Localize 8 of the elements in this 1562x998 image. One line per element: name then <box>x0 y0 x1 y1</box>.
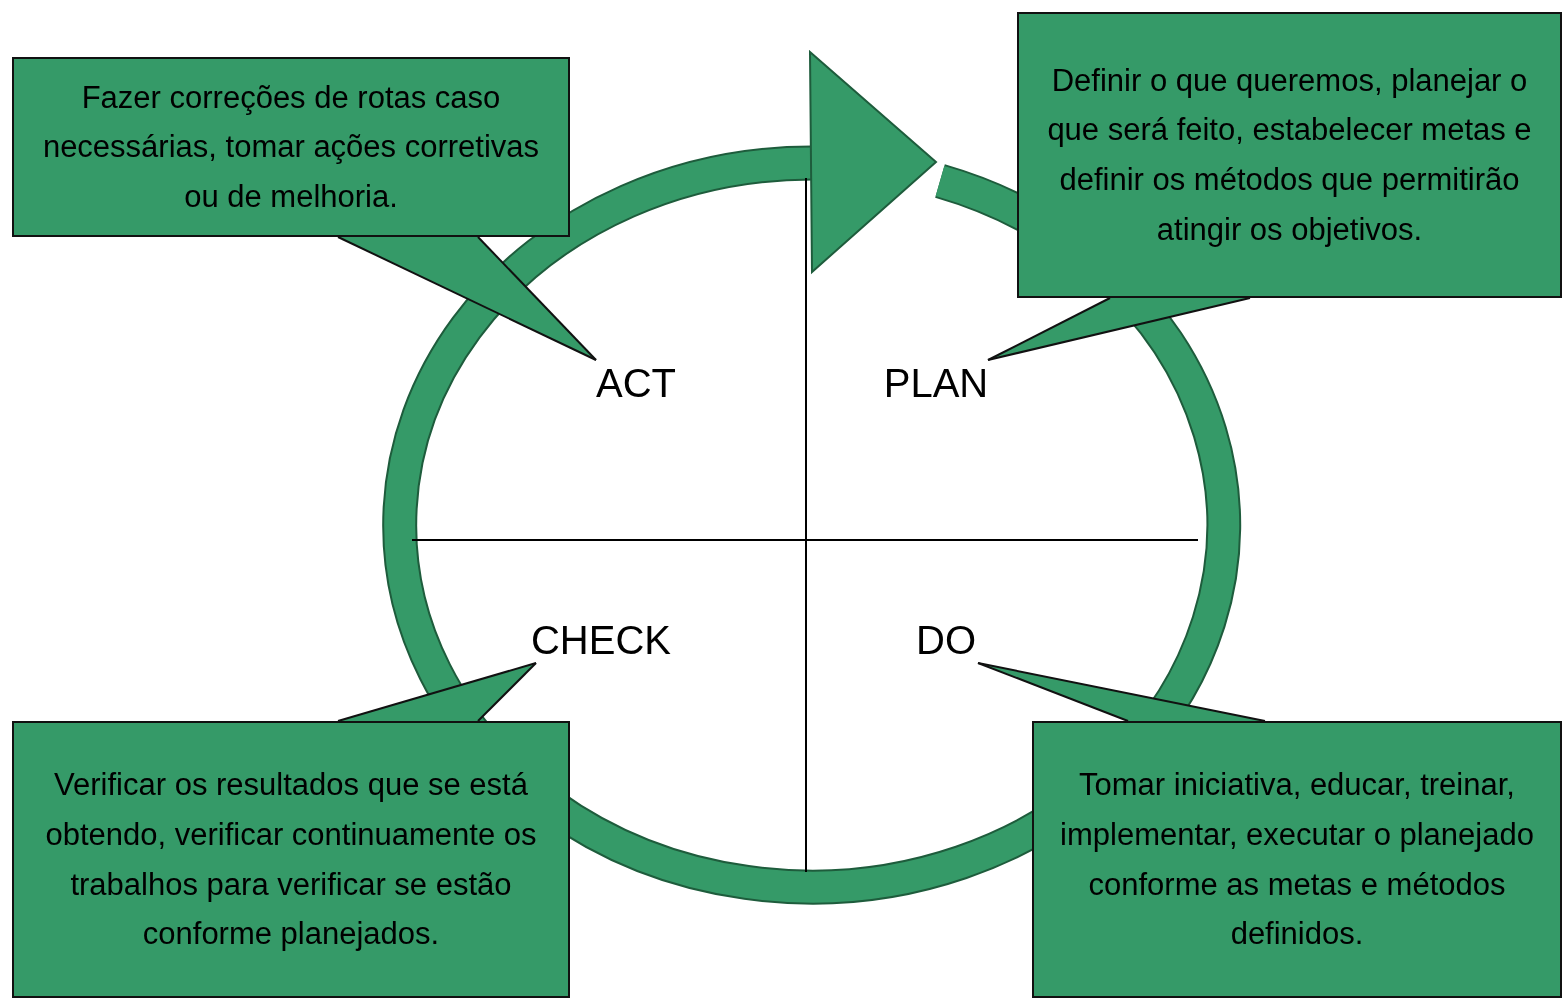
phase-label: PLAN <box>883 360 989 406</box>
callout-text: Fazer correções de rotas caso necessárias, tomar ações corretivas ou de melhoria. <box>41 78 541 216</box>
phase-label: ACT <box>596 360 676 406</box>
callout-text: Definir o que queremos, planejar o que será feito, estabelecer metas e definir os métodos que permitirão atingir os objetivos. <box>1046 61 1533 249</box>
phase-label: CHECK <box>531 617 671 663</box>
phase-label: DO <box>916 617 976 663</box>
callout-text: Verificar os resultados que se está obtendo, verificar continuamente os trabalhos para verificar se estão conforme planejados. <box>44 766 538 954</box>
callout-text: Tomar iniciativa, educar, treinar, implementar, executar o planejado conforme as metas e métodos definidos. <box>1059 766 1535 954</box>
